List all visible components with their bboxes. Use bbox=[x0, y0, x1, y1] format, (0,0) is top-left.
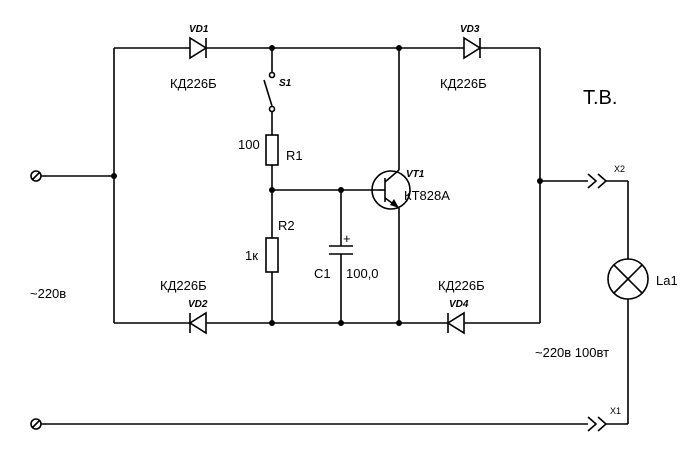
svg-text:VT1: VT1 bbox=[406, 169, 425, 180]
wires bbox=[41, 47, 629, 425]
capacitor-c1: + C1 100,0 bbox=[314, 231, 379, 281]
svg-text:VD4: VD4 bbox=[449, 299, 469, 310]
svg-text:S1: S1 bbox=[279, 78, 292, 89]
svg-text:1к: 1к bbox=[245, 248, 258, 263]
svg-text:R2: R2 bbox=[278, 218, 295, 233]
svg-text:100,0: 100,0 bbox=[346, 266, 379, 281]
input-terminal-bottom bbox=[30, 418, 42, 430]
svg-text:КД226Б: КД226Б bbox=[160, 278, 207, 293]
diode-vd4: КД226Б VD4 bbox=[438, 278, 485, 335]
diode-vd2: КД226Б VD2 bbox=[160, 278, 208, 335]
title-label: Т.В. bbox=[583, 87, 617, 109]
svg-text:100: 100 bbox=[238, 137, 260, 152]
junction-dots bbox=[111, 45, 543, 326]
svg-text:VD2: VD2 bbox=[188, 299, 208, 310]
resistor-r2: R2 1к bbox=[245, 218, 295, 273]
diode-vd3: VD3 КД226Б bbox=[440, 24, 487, 91]
svg-text:X1: X1 bbox=[610, 406, 621, 416]
svg-text:КД226Б: КД226Б bbox=[440, 76, 487, 91]
svg-text:La1: La1 bbox=[656, 273, 678, 288]
svg-text:КД226Б: КД226Б bbox=[438, 278, 485, 293]
switch-s1: S1 bbox=[263, 71, 292, 113]
resistor-r1: 100 R1 bbox=[238, 134, 303, 166]
svg-text:X2: X2 bbox=[614, 164, 625, 174]
svg-text:R1: R1 bbox=[286, 148, 303, 163]
connector-x1: X1 bbox=[587, 406, 621, 432]
svg-text:+: + bbox=[343, 231, 351, 246]
svg-text:VD1: VD1 bbox=[189, 24, 209, 35]
svg-text:C1: C1 bbox=[314, 266, 331, 281]
connector-x2: X2 bbox=[587, 164, 625, 189]
transistor-vt1: VT1 КТ828А bbox=[371, 169, 450, 210]
supply-voltage-label: ~220в bbox=[30, 286, 66, 301]
svg-text:КТ828А: КТ828А bbox=[404, 188, 450, 203]
svg-text:VD3: VD3 bbox=[460, 24, 480, 35]
diode-vd1: VD1 КД226Б bbox=[170, 24, 217, 91]
lamp-la1: La1 bbox=[607, 258, 678, 300]
svg-text:КД226Б: КД226Б bbox=[170, 76, 217, 91]
load-rating-label: ~220в 100вт bbox=[535, 345, 609, 360]
input-terminal-top bbox=[30, 170, 42, 182]
